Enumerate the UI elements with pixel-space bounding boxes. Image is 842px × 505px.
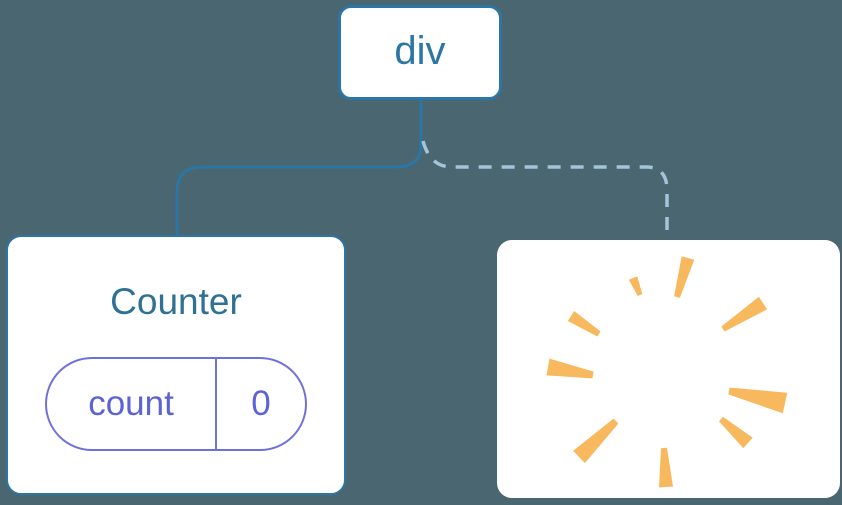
connector-solid <box>175 100 423 236</box>
poof-ray <box>721 296 768 332</box>
poof-ray <box>659 447 673 488</box>
state-pill: count 0 <box>45 357 307 451</box>
poof-starburst-icon <box>546 256 788 488</box>
poof-ray <box>628 276 643 296</box>
state-value: 0 <box>251 384 271 423</box>
state-key: count <box>47 359 217 449</box>
root-node: div <box>338 5 502 100</box>
root-node-label: div <box>394 28 446 73</box>
poof-ray <box>546 358 594 379</box>
counter-node: Counter count 0 <box>6 235 346 495</box>
poof-ray <box>728 387 788 414</box>
poof-ray <box>674 256 695 298</box>
removed-node <box>497 240 840 498</box>
counter-node-title: Counter <box>110 281 242 322</box>
poof-ray <box>719 416 753 449</box>
poof-ray <box>573 418 619 464</box>
poof-ray <box>567 311 601 337</box>
connector-dashed <box>421 140 669 240</box>
